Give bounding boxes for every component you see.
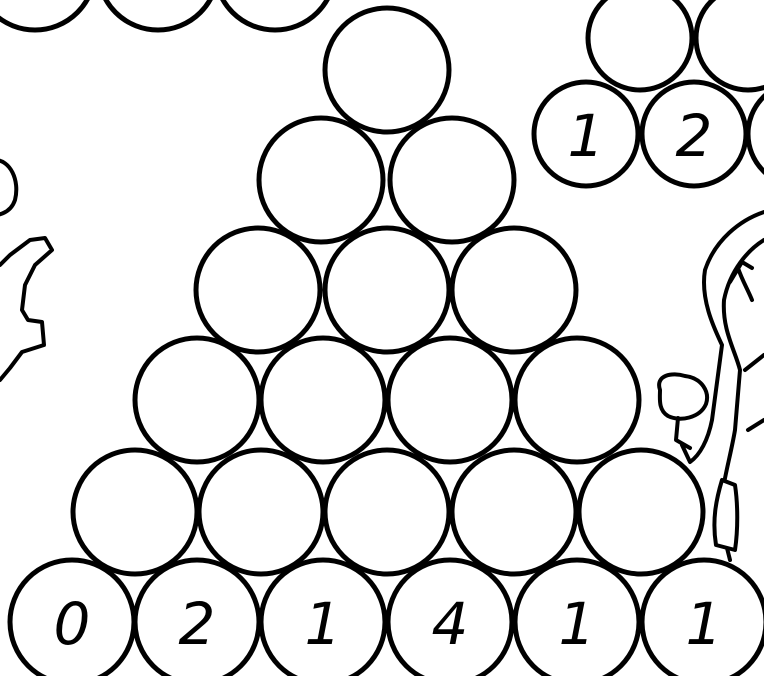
character-head-icon — [0, 160, 16, 215]
small-pyramid-ball — [696, 0, 764, 90]
pyramid-ball-row3[interactable] — [325, 228, 449, 352]
character-hand-icon — [730, 262, 752, 300]
pyramid-ball-row5[interactable] — [325, 450, 449, 574]
top-left-partial-pyramid — [0, 0, 335, 30]
character-arm-icon — [0, 238, 52, 380]
pyramid-ball-row4[interactable] — [135, 338, 259, 462]
pyramid-ball-apex[interactable] — [325, 8, 449, 132]
partial-ball — [215, 0, 335, 30]
pyramid-ball-row4[interactable] — [388, 338, 512, 462]
bottom-number: 1 — [686, 590, 723, 658]
small-pyramid-number: 2 — [676, 102, 713, 170]
bottom-number: 2 — [179, 590, 216, 658]
bottom-number: 4 — [432, 590, 469, 658]
partial-ball — [0, 0, 95, 30]
pyramid-ball-row5[interactable] — [579, 450, 703, 574]
small-pyramid-number: 1 — [568, 102, 605, 170]
pyramid-ball-row3[interactable] — [452, 228, 576, 352]
pyramid-ball-row2[interactable] — [259, 118, 383, 242]
small-pyramid-ball — [588, 0, 692, 90]
partial-ball — [98, 0, 218, 30]
pyramid-ball-row5[interactable] — [73, 450, 197, 574]
bottom-number: 1 — [559, 590, 596, 658]
bottom-number: 1 — [305, 590, 342, 658]
pyramid-ball-row3[interactable] — [196, 228, 320, 352]
character-belt-icon — [714, 480, 737, 550]
pyramid-ball-row5[interactable] — [199, 450, 323, 574]
character-wrist-icon — [676, 418, 690, 448]
pyramid-ball-row5[interactable] — [452, 450, 576, 574]
pyramid-ball-row4[interactable] — [261, 338, 385, 462]
small-pyramid: 1 2 — [534, 0, 764, 186]
character-fist-icon — [659, 374, 707, 418]
character-detail-icon — [745, 355, 764, 430]
small-pyramid-ball[interactable] — [748, 82, 764, 186]
left-character-illustration — [0, 160, 52, 380]
pyramid-ball-row2[interactable] — [390, 118, 514, 242]
pyramid-ball-row4[interactable] — [515, 338, 639, 462]
bottom-number: 0 — [54, 590, 91, 658]
